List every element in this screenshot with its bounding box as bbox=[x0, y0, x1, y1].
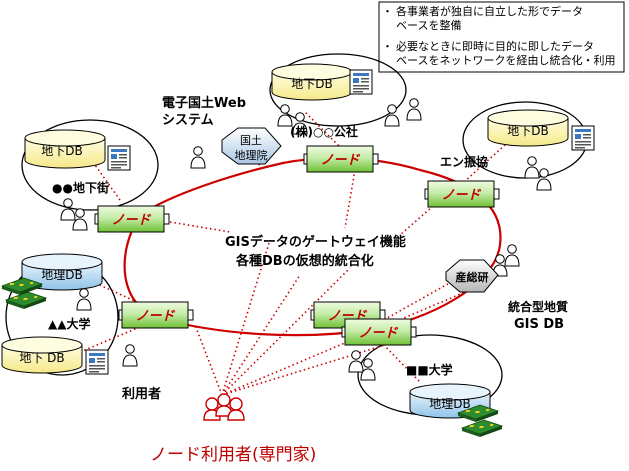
daigaku-b-label: ■■大学 bbox=[406, 362, 453, 377]
info-line-2b: ベースをネットワークを経由し統合化・利用 bbox=[396, 53, 615, 67]
center-label-1: GISデータのゲートウェイ機能 bbox=[225, 234, 406, 250]
tougou-label-1: 統合型地質 bbox=[508, 299, 568, 314]
person-icon bbox=[524, 156, 540, 179]
info-line-1a: 各事業者が独自に自立した形でデータ bbox=[396, 4, 583, 18]
db-chiri-left: 地理DB bbox=[21, 253, 103, 291]
node-box-2: ノード bbox=[424, 180, 500, 208]
person-icon bbox=[504, 244, 520, 267]
info-line-2a: 必要なときに即時に目的に即したデータ bbox=[396, 39, 594, 53]
node-label: ノード bbox=[135, 309, 175, 324]
info-bullet-1: ・ bbox=[382, 5, 393, 18]
db-label: 地下DB bbox=[507, 124, 548, 138]
kokudo-label-1: 国土 bbox=[240, 134, 262, 147]
info-bullet-2: ・ bbox=[382, 40, 393, 53]
document-icon bbox=[85, 349, 109, 375]
node-user-group-icon bbox=[203, 393, 245, 421]
hex-kokudo: 国土 地理院 bbox=[221, 127, 282, 165]
system-title-1: 電子国土Web bbox=[162, 95, 246, 111]
group-chika-gai bbox=[21, 119, 159, 211]
person-icon bbox=[348, 350, 364, 373]
chika-gai-label: ●●地下街 bbox=[52, 180, 109, 195]
document-icon bbox=[571, 125, 595, 151]
document-icon bbox=[349, 69, 373, 95]
db-label: 地下DB bbox=[291, 77, 332, 91]
en-shinko-label: エン振協 bbox=[440, 154, 488, 169]
company-label: (株)○○公社 bbox=[290, 124, 358, 139]
person-icon bbox=[406, 98, 422, 121]
db-label: 地下DB bbox=[41, 144, 82, 158]
node-box-1: ノード bbox=[303, 145, 379, 173]
node-label: ノード bbox=[320, 153, 360, 168]
db-label: 地理DB bbox=[429, 397, 470, 411]
person-icon bbox=[190, 146, 206, 169]
tougou-label-2: GIS DB bbox=[514, 317, 564, 332]
center-label-2: 各種DBの仮想的統合化 bbox=[235, 253, 374, 269]
db-chika-left: 地下DB bbox=[24, 129, 106, 169]
riyosha-label: 利用者 bbox=[122, 386, 161, 402]
info-line-1b: ベースを整備 bbox=[396, 18, 461, 32]
node-box-5: ノード bbox=[118, 301, 194, 329]
db-label: 地理DB bbox=[41, 268, 82, 282]
node-box-3: ノード bbox=[94, 205, 170, 233]
daigaku-a-label: ▲▲大学 bbox=[48, 316, 90, 331]
db-chika-top: 地下DB bbox=[271, 63, 353, 101]
db-chika-right: 地下DB bbox=[487, 109, 569, 147]
person-icon bbox=[122, 344, 138, 367]
system-title-2: システム bbox=[162, 113, 214, 128]
circuit-board-icon bbox=[461, 419, 503, 438]
circuit-board-icon bbox=[5, 291, 47, 310]
node-label: ノード bbox=[111, 213, 151, 228]
node-label: ノード bbox=[441, 188, 481, 203]
node-label: ノード bbox=[358, 326, 398, 341]
person-icon bbox=[76, 288, 92, 311]
kokudo-label-2: 地理院 bbox=[235, 148, 268, 162]
node-user-label: ノード利用者(専門家) bbox=[150, 445, 316, 465]
db-label: 地下 DB bbox=[19, 351, 64, 365]
sansoken-label: 産総研 bbox=[456, 270, 489, 284]
hex-sansoken: 産総研 bbox=[445, 259, 499, 293]
document-icon bbox=[107, 145, 131, 171]
person-icon bbox=[60, 198, 76, 221]
db-chika-bottom: 地下 DB bbox=[1, 336, 83, 374]
node-box-6: ノード bbox=[341, 318, 417, 346]
person-icon bbox=[536, 168, 552, 191]
info-box: ・ 各事業者が独自に自立した形でデータ ベースを整備 ・ 必要なときに即時に目的… bbox=[378, 1, 625, 73]
group-company bbox=[269, 53, 407, 127]
